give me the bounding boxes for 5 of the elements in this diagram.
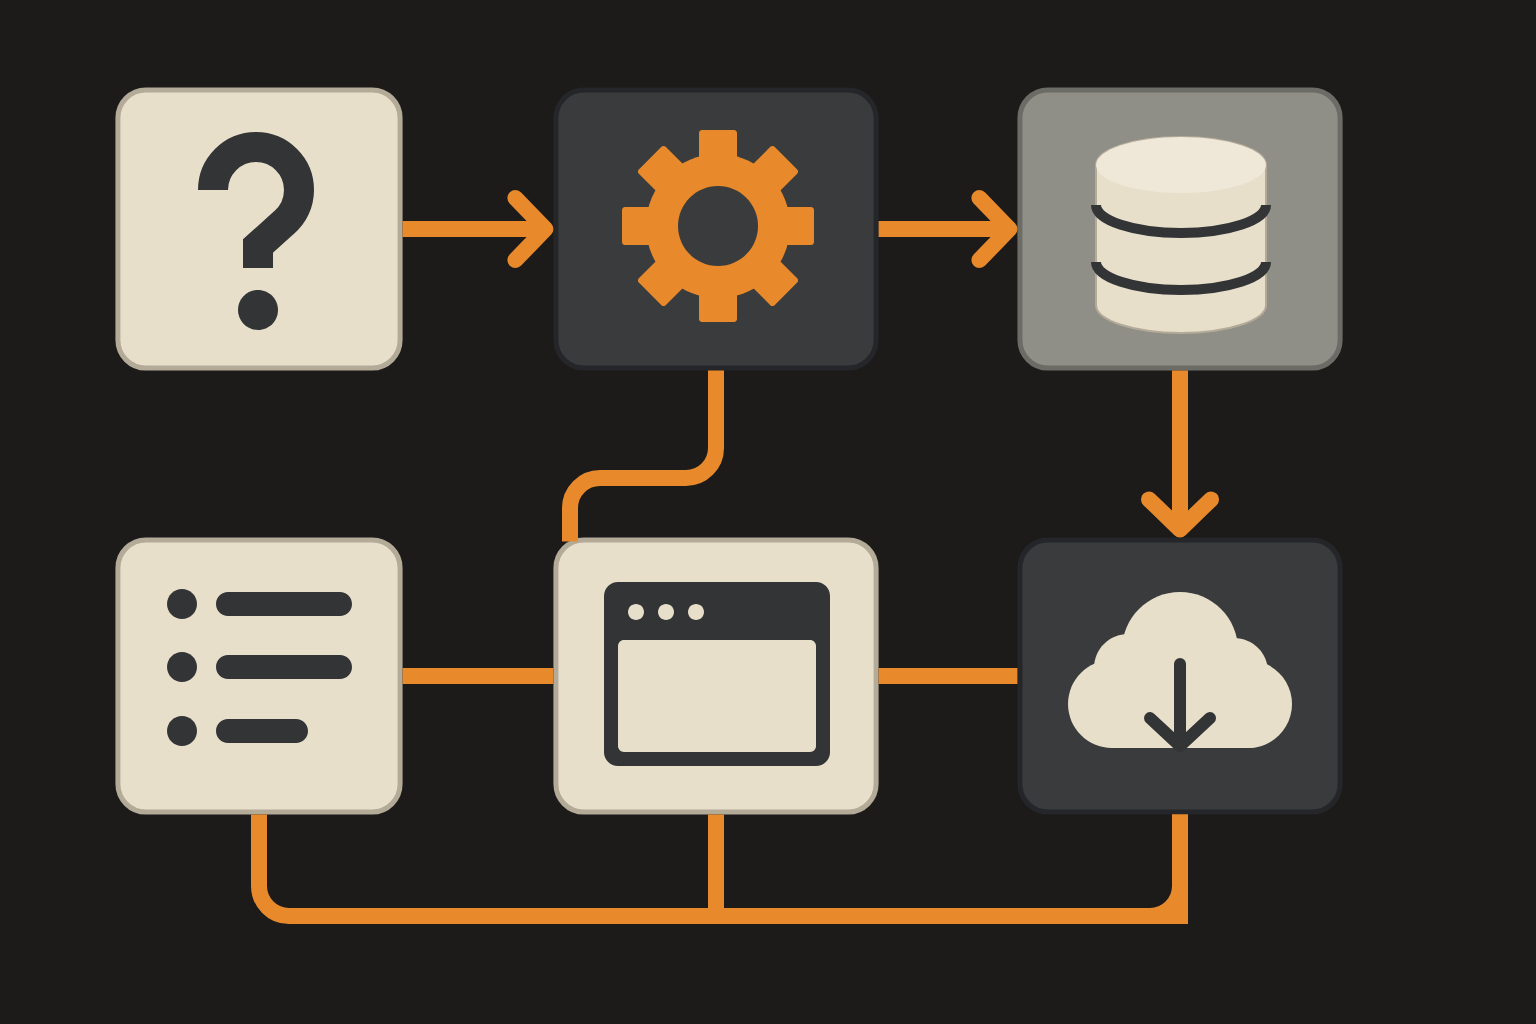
arrow [1141,370,1220,538]
connector-line [878,668,1018,684]
connector-line [402,668,554,684]
arrow [402,190,554,269]
connector-line [708,814,1188,925]
